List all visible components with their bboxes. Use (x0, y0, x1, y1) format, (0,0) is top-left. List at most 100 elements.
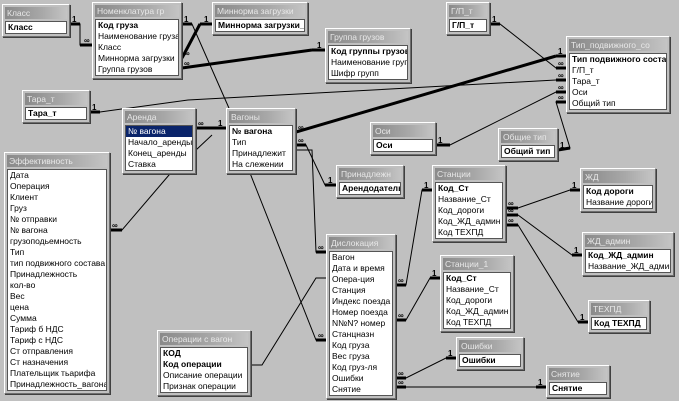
primary-key-field[interactable]: Снятие (552, 383, 583, 393)
relationship-line[interactable] (195, 134, 213, 151)
field[interactable]: Ставка (128, 159, 156, 169)
field-list[interactable]: Миннорма загрузки_тн (215, 19, 305, 32)
field-list[interactable]: Общий тип (501, 145, 555, 158)
field-list[interactable]: Г/П_т (449, 19, 487, 32)
field-list[interactable]: Оси (373, 139, 433, 152)
field[interactable]: Описание операции (163, 370, 243, 380)
primary-key-field[interactable]: Ошибки (462, 355, 496, 365)
table-title[interactable]: Г/П_т (449, 5, 487, 17)
relationship-line[interactable] (296, 149, 326, 253)
primary-key-field[interactable]: Арендодатель (342, 183, 400, 193)
field-list[interactable]: Снятие (549, 382, 607, 395)
field[interactable]: Код груз-ля (332, 362, 378, 372)
field[interactable]: Тип (10, 247, 25, 257)
field[interactable]: Код_дороги (446, 295, 493, 305)
table-title[interactable]: Номенклатура гр (95, 5, 179, 17)
field[interactable]: Сумма (10, 313, 37, 323)
primary-key-field[interactable]: КОД (163, 348, 181, 358)
primary-key-field[interactable]: Г/П_т (452, 20, 475, 30)
field[interactable]: Название_Ст (438, 194, 491, 204)
field[interactable]: № вагона (126, 126, 192, 137)
primary-key-field[interactable]: Код ТЕХПД (594, 318, 641, 328)
field[interactable]: Номер поезда (332, 307, 388, 317)
table-title[interactable]: Эффективность (7, 155, 107, 167)
relationship-line[interactable] (506, 214, 582, 256)
field[interactable]: цена (10, 302, 29, 312)
field[interactable]: Дата (10, 170, 29, 180)
field[interactable]: Ошибки (332, 373, 364, 383)
field[interactable]: Станцназн (332, 329, 375, 339)
field[interactable]: Опера-ция (332, 274, 375, 284)
field[interactable]: Конец_аренды (128, 148, 187, 158)
table-title[interactable]: ЖД (583, 171, 653, 183)
field[interactable]: Тариф б НДС (10, 324, 64, 334)
field[interactable]: Ст назначения (10, 357, 69, 367)
table-title[interactable]: Общие тип (501, 131, 555, 143)
field[interactable]: Дата и время (332, 263, 385, 273)
field[interactable]: Принадлежность (10, 269, 78, 279)
table-title[interactable]: Миннорма загрузки (215, 5, 305, 17)
table-title[interactable]: ЖД_админ (585, 235, 671, 247)
field[interactable]: Шифр групп (331, 68, 379, 78)
field[interactable]: № отправки (10, 214, 57, 224)
field[interactable]: Группа грузов (98, 64, 153, 74)
relationship-line[interactable] (396, 189, 432, 286)
primary-key-field[interactable]: Миннорма загрузки_тн (218, 20, 304, 30)
relationship-line[interactable] (490, 23, 566, 69)
field[interactable]: Признак операции (163, 381, 236, 391)
field[interactable]: № вагона (10, 225, 48, 235)
primary-key-field[interactable]: Код_Ст (446, 273, 477, 283)
field[interactable]: Снятие (332, 384, 361, 394)
field-list[interactable]: Код ТЕХПД (591, 317, 647, 330)
field[interactable]: Плательщик тьарифа (10, 368, 96, 378)
field[interactable]: Код_дороги (438, 205, 485, 215)
relationship-line[interactable] (506, 224, 588, 323)
field[interactable]: Груз (10, 203, 27, 213)
primary-key-field[interactable]: Код группы грузов (331, 46, 407, 56)
field[interactable]: Общий тип (572, 98, 616, 108)
primary-key-field[interactable]: Тара_т (28, 108, 57, 118)
table-title[interactable]: Операции с вагон (160, 333, 248, 345)
field[interactable]: Оси (572, 87, 588, 97)
field[interactable]: Ст отправления (10, 346, 73, 356)
field[interactable]: Тара_т (572, 76, 600, 86)
primary-key-field[interactable]: Код_Ст (438, 183, 469, 193)
field[interactable]: тип подвижного состава (10, 258, 106, 268)
field[interactable]: Вес груза (332, 351, 370, 361)
primary-key-field[interactable]: Код_ЖД_админ (588, 250, 654, 260)
field[interactable]: грузоподьемность (10, 236, 82, 246)
field[interactable]: Принадлежит (232, 148, 286, 158)
relationship-line[interactable] (247, 167, 326, 341)
table-title[interactable]: Тара_т (25, 93, 87, 105)
relationship-line[interactable] (396, 357, 456, 379)
field[interactable]: Код ТЕХПД (438, 227, 484, 237)
table-title[interactable]: Станции_1 (443, 258, 511, 270)
field[interactable]: Название_ЖД_админ (588, 261, 670, 271)
table-title[interactable]: Дислокация (329, 237, 393, 249)
relationship-line[interactable] (110, 167, 176, 231)
relationship-line[interactable] (251, 277, 326, 366)
table-title[interactable]: Принадлежн (339, 168, 401, 180)
primary-key-field[interactable]: Код дороги (586, 186, 634, 196)
table-title[interactable]: ТЕХПД (591, 303, 647, 315)
